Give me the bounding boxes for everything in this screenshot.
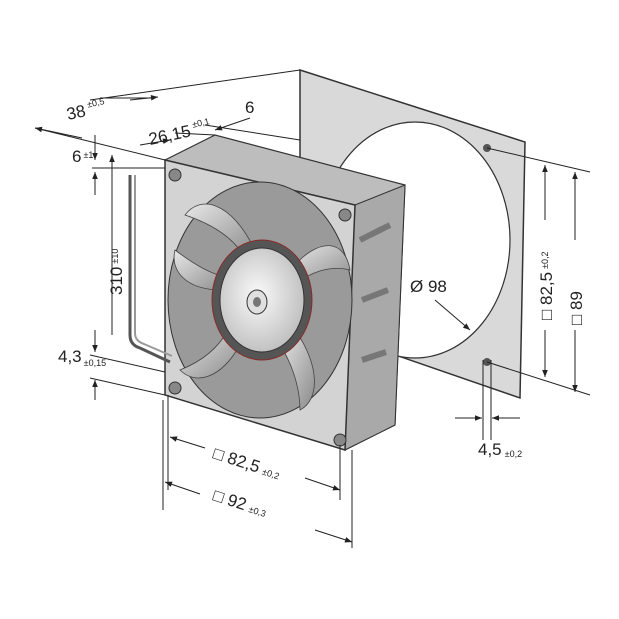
dim-opening-diameter: Ø 98	[410, 277, 447, 296]
fan-body	[164, 134, 406, 452]
lead-wires	[128, 175, 171, 364]
dim-hole-spacing-front: □ 82,5±0,2	[211, 444, 283, 484]
dimension-lines	[34, 69, 591, 548]
mount-hole	[338, 208, 352, 222]
dim-depth-total: 38±0,5	[65, 96, 108, 124]
mount-hole	[168, 168, 182, 182]
mount-hole	[333, 433, 347, 447]
dimension-labels: 38±0,5 26,15±0,1 6 6±1 310±10 4,3±0,15 □…	[58, 96, 586, 521]
mount-hole	[168, 381, 182, 395]
dim-gasket-width: □ 89	[567, 291, 586, 325]
dim-hole-spacing-gasket: □ 82,5±0,2	[537, 251, 556, 320]
dim-lead-length: 310±10	[107, 249, 126, 295]
dim-frame-width: □ 92±0,3	[211, 486, 270, 521]
dim-gasket-thickness: 6	[245, 98, 254, 117]
dim-lead-offset: 6±1	[72, 147, 93, 166]
dim-hole-offset: 4,3±0,15	[58, 347, 106, 368]
dim-gasket-hole: 4,5±0,2	[478, 440, 522, 459]
